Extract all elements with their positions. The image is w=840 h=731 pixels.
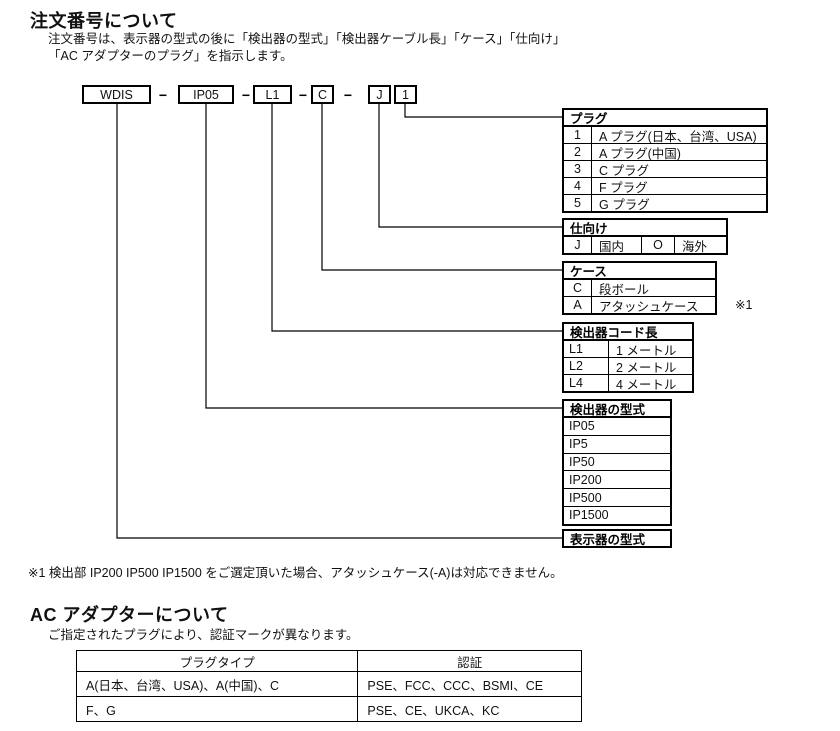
destination-table-title: 仕向け — [562, 218, 728, 237]
destination-table-body: J 国内 O 海外 — [562, 237, 728, 255]
code-box-cord-length: L1 — [253, 85, 292, 104]
display-model-table: 表示器の型式 — [562, 529, 672, 548]
plug-table-title: プラグ — [562, 108, 768, 127]
table-row: IP05 — [564, 418, 670, 435]
plug-label: G プラグ — [599, 197, 650, 212]
connector-segment-detector-model — [205, 104, 562, 409]
plug-label: C プラグ — [599, 163, 650, 178]
table-row: IP500 — [564, 488, 670, 506]
cord-length-label: 1 メートル — [616, 343, 677, 358]
cord-length-code: L2 — [564, 358, 609, 374]
detector-model: IP200 — [569, 472, 602, 487]
table-row: IP50 — [564, 452, 670, 471]
code-box-display-model: WDIS — [82, 85, 151, 104]
detector-model-table-body: IP05 IP5 IP50 IP200 IP500 IP1500 — [562, 418, 672, 526]
connector-segment-case — [321, 104, 562, 271]
code-box-destination: J — [368, 85, 391, 104]
plug-code: 1 — [564, 127, 592, 143]
destination-code: J — [564, 237, 592, 253]
cord-length-label: 2 メートル — [616, 360, 677, 375]
connector-segment-cord-length — [271, 104, 562, 332]
table-row: C 段ボール — [564, 280, 715, 296]
column-header-certification: 認証 — [357, 650, 582, 672]
cord-length-label: 4 メートル — [616, 377, 677, 392]
destination-label: 国内 — [592, 237, 642, 253]
section1-description-line1: 注文番号は、表示器の型式の後に「検出器の型式」「検出器ケーブル長」「ケース」「仕… — [48, 32, 566, 46]
table-row: 3 C プラグ — [564, 160, 766, 177]
plug-code: 5 — [564, 195, 592, 211]
display-model-table-title: 表示器の型式 — [562, 529, 672, 548]
detector-model: IP500 — [569, 490, 602, 505]
cord-length-table: 検出器コード長 L1 1 メートル L2 2 メートル L4 4 メートル — [562, 322, 694, 393]
table-row: IP1500 — [564, 505, 670, 524]
table-row: 5 G プラグ — [564, 194, 766, 211]
table-row: F、G PSE、CE、UKCA、KC — [75, 696, 582, 722]
plug-code: 2 — [564, 144, 592, 160]
plug-label: A プラグ(中国) — [599, 146, 681, 161]
table-row: IP200 — [564, 470, 670, 488]
code-box-plug: 1 — [394, 85, 417, 104]
case-code: A — [564, 297, 592, 313]
code-box-case: C — [311, 85, 334, 104]
certification-cell: PSE、FCC、CCC、BSMI、CE — [357, 671, 582, 697]
case-table-body: C 段ボール A アタッシュケース — [562, 280, 717, 315]
section1-title: 注文番号について — [30, 11, 178, 31]
plug-table-body: 1 A プラグ(日本、台湾、USA) 2 A プラグ(中国) 3 C プラグ 4… — [562, 127, 768, 213]
detector-model: IP50 — [569, 454, 595, 469]
cord-length-code: L4 — [564, 375, 609, 391]
table-row: L2 2 メートル — [564, 357, 692, 374]
code-separator: − — [298, 86, 308, 103]
table-row: A アタッシュケース — [564, 296, 715, 313]
plug-type-cell: F、G — [75, 696, 359, 722]
plug-code: 3 — [564, 161, 592, 177]
detector-model: IP5 — [569, 437, 588, 452]
case-table: ケース C 段ボール A アタッシュケース — [562, 261, 717, 315]
detector-model-table-title: 検出器の型式 — [562, 399, 672, 418]
table-row: L1 1 メートル — [564, 341, 692, 357]
footnote-1: ※1 検出部 IP200 IP500 IP1500 をご選定頂いた場合、アタッシ… — [28, 566, 563, 580]
detector-model: IP05 — [569, 419, 595, 434]
table-row: L4 4 メートル — [564, 374, 692, 391]
table-row: IP5 — [564, 434, 670, 453]
destination-table: 仕向け J 国内 O 海外 — [562, 218, 728, 255]
cord-length-table-body: L1 1 メートル L2 2 メートル L4 4 メートル — [562, 341, 694, 393]
table-row: 2 A プラグ(中国) — [564, 143, 766, 160]
connector-segment-display-model — [116, 104, 564, 539]
case-label: 段ボール — [599, 282, 650, 297]
connector-segment-plug — [404, 104, 562, 118]
case-note-ref: ※1 — [735, 298, 753, 312]
table-row: 4 F プラグ — [564, 177, 766, 194]
section2-title: AC アダプターについて — [30, 605, 229, 625]
table-header-row: プラグタイプ 認証 — [75, 650, 582, 672]
cord-length-table-title: 検出器コード長 — [562, 322, 694, 341]
code-box-detector-model: IP05 — [178, 85, 234, 104]
detector-model: IP1500 — [569, 508, 609, 523]
section1-description-line2: 「AC アダプターのプラグ」を指示します。 — [48, 49, 293, 63]
code-separator: − — [158, 86, 168, 103]
destination-label: 海外 — [682, 239, 708, 254]
case-code: C — [564, 280, 592, 296]
plug-code: 4 — [564, 178, 592, 194]
destination-code: O — [642, 237, 675, 253]
case-table-title: ケース — [562, 261, 717, 280]
cord-length-code: L1 — [564, 341, 609, 357]
case-label: アタッシュケース — [599, 299, 699, 314]
table-row: J 国内 O 海外 — [564, 237, 726, 253]
detector-model-table: 検出器の型式 IP05 IP5 IP50 IP200 IP500 IP1500 — [562, 399, 672, 526]
code-separator: − — [241, 86, 251, 103]
certification-table: プラグタイプ 認証 A(日本、台湾、USA)、A(中国)、C PSE、FCC、C… — [75, 650, 582, 722]
table-row: 1 A プラグ(日本、台湾、USA) — [564, 127, 766, 143]
connector-segment-destination — [378, 104, 562, 228]
plug-label: A プラグ(日本、台湾、USA) — [599, 129, 757, 144]
code-separator: − — [343, 86, 353, 103]
plug-label: F プラグ — [599, 180, 648, 195]
plug-table: プラグ 1 A プラグ(日本、台湾、USA) 2 A プラグ(中国) 3 C プ… — [562, 108, 768, 213]
section2-description: ご指定されたプラグにより、認証マークが異なります。 — [48, 628, 359, 642]
certification-cell: PSE、CE、UKCA、KC — [357, 696, 582, 722]
